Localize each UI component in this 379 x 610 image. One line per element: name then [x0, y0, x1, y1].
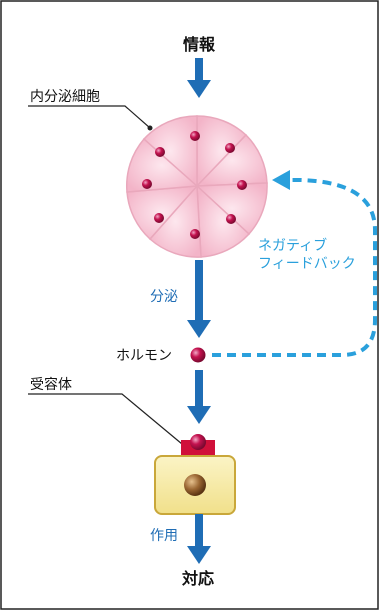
feedback-arrowhead [272, 170, 290, 190]
secretion-label: 分泌 [150, 289, 178, 305]
response-label: 対応 [181, 569, 214, 588]
feedback-label-line2: フィードバック [258, 256, 356, 272]
action-arrow [187, 514, 211, 564]
hormone-molecule [190, 347, 206, 363]
input-arrow [187, 58, 211, 98]
negative-feedback-path [212, 178, 377, 357]
target-cell-nucleus [184, 474, 206, 496]
bound-hormone [190, 434, 206, 450]
hormone-to-receptor-arrow [187, 370, 211, 424]
input-label: 情報 [183, 35, 216, 54]
endocrine-cell-cluster [125, 115, 268, 258]
receptor-label: 受容体 [30, 376, 72, 393]
receptor-leader-line [28, 393, 183, 445]
secretion-arrow [187, 260, 211, 338]
hormone-label: ホルモン [116, 348, 172, 364]
action-label: 作用 [150, 528, 178, 544]
feedback-label-line1: ネガティブ [258, 237, 327, 254]
endocrine-cell-label: 内分泌細胞 [30, 89, 100, 105]
endocrine-leader-dot [147, 125, 153, 131]
endocrine-leader-line [28, 105, 151, 129]
